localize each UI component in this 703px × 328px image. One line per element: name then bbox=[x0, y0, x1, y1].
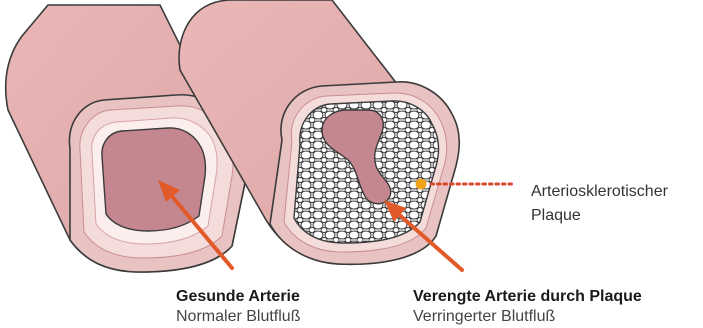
narrowed-title: Verengte Arterie durch Plaque bbox=[413, 287, 642, 307]
plaque-marker-dot bbox=[416, 179, 427, 190]
healthy-title: Gesunde Arterie bbox=[176, 287, 300, 307]
healthy-subtitle: Normaler Blutfluß bbox=[176, 307, 300, 327]
narrowed-caption: Verengte Arterie durch Plaque Verringert… bbox=[413, 287, 642, 327]
healthy-caption: Gesunde Arterie Normaler Blutfluß bbox=[176, 287, 300, 327]
narrowed-subtitle: Verringerter Blutfluß bbox=[413, 307, 642, 327]
plaque-label: Arteriosklerotischer Plaque bbox=[531, 180, 701, 228]
plaque-label-line2: Plaque bbox=[531, 204, 701, 228]
plaque-label-line1: Arteriosklerotischer bbox=[531, 180, 701, 204]
